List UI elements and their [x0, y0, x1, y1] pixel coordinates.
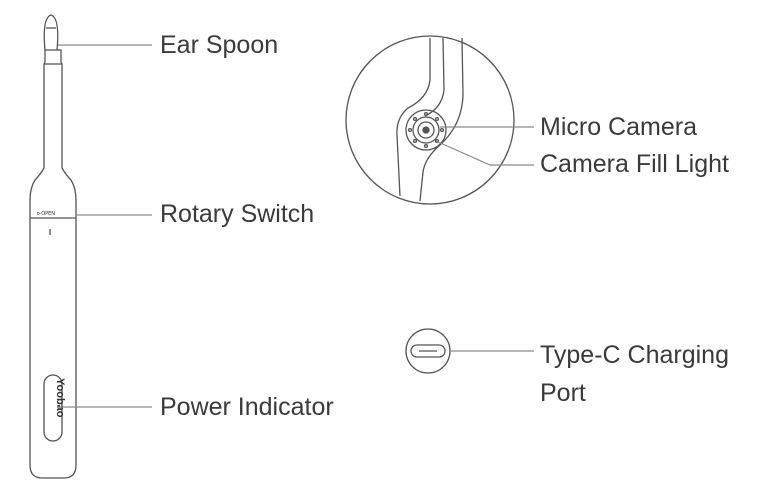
typec-port-icon [405, 328, 451, 374]
micro-camera-lens [405, 109, 447, 151]
ear-spoon-tip [43, 14, 59, 51]
label-typec-port: Type-C Charging Port [540, 341, 729, 407]
power-indicator-capsule [43, 374, 63, 442]
leader-lines-camera [435, 126, 534, 166]
device-body [29, 49, 77, 479]
label-micro-camera: Micro Camera [540, 113, 697, 141]
leader-lines-device [57, 44, 152, 408]
label-ear-spoon: Ear Spoon [160, 31, 279, 59]
camera-closeup [345, 35, 515, 205]
otoscope-device [29, 14, 77, 479]
rotary-mark: ⊳OPEN [37, 211, 55, 217]
closeup-circle [345, 35, 515, 205]
fill-light-dots [407, 111, 445, 149]
label-camera-fill-light: Camera Fill Light [540, 150, 729, 178]
label-rotary-switch: Rotary Switch [160, 200, 315, 228]
brand-logo: Yoobao [54, 378, 66, 418]
leader-camera-fill-light [435, 140, 534, 166]
label-power-indicator: Power Indicator [160, 393, 334, 421]
